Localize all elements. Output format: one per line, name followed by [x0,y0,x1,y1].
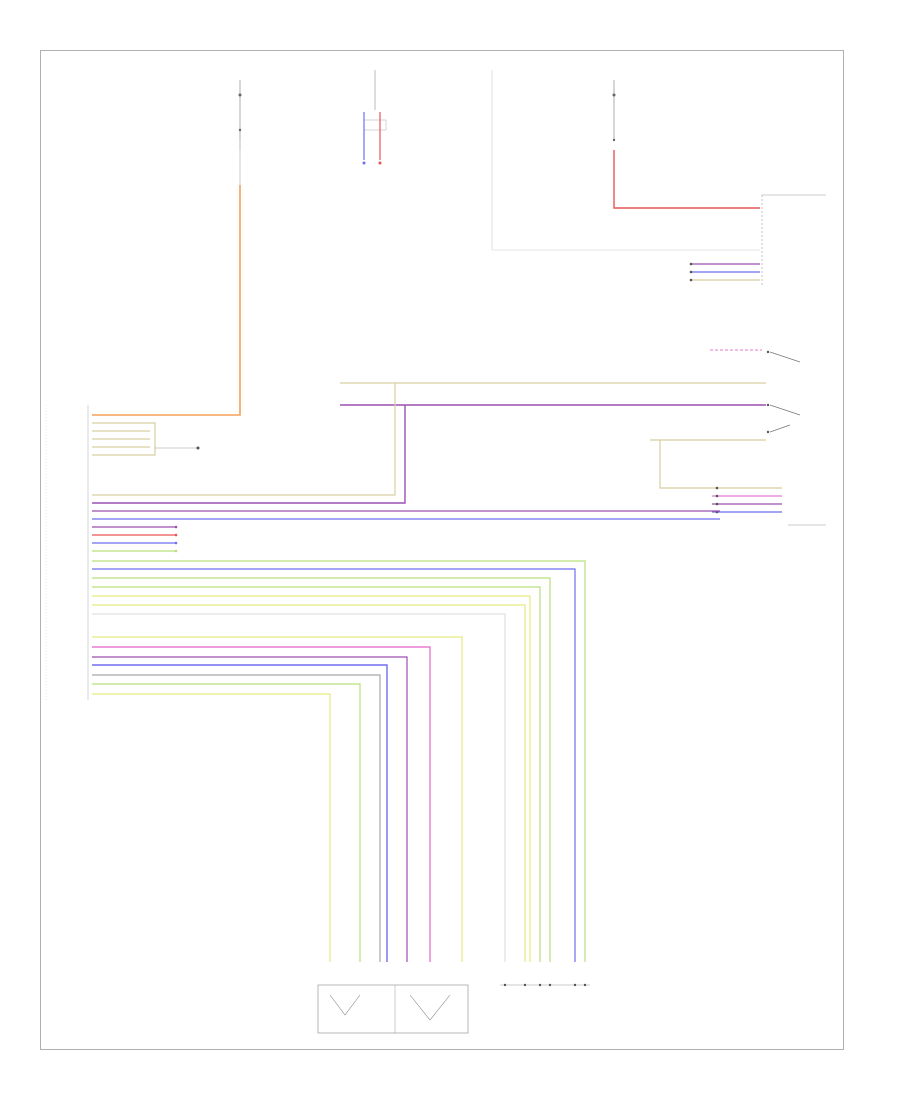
left-control-module [45,405,200,700]
right-upper-module [689,194,826,285]
main-harness-wires [92,382,766,962]
bottom-right-connector [500,983,590,987]
bottom-left-component [317,984,469,1034]
top-left-supply-circuit [92,80,242,416]
diagram-frame [40,50,844,1050]
brake-switch-section [650,349,826,526]
top-right-fuse-circuit [491,70,760,251]
top-center-relay-circuit [362,70,387,165]
